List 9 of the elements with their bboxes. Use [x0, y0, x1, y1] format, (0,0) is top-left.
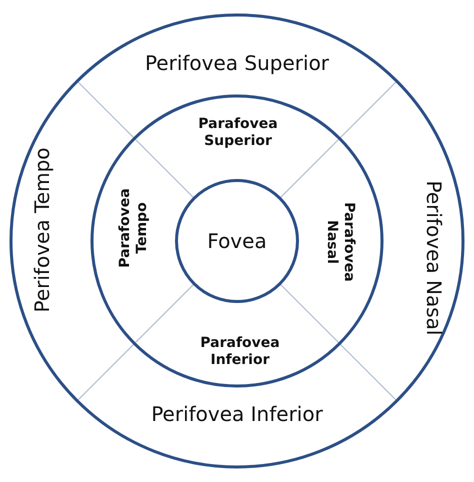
- region-label: Fovea: [207, 229, 267, 253]
- region-label: Perifovea Tempo: [30, 115, 54, 345]
- region-label: Perifovea Superior: [122, 51, 352, 75]
- region-label: Parafovea Inferior: [190, 335, 290, 369]
- region-label: Perifovea Inferior: [122, 402, 352, 426]
- region-label: Parafovea Superior: [188, 116, 288, 150]
- region-label: Parafovea Tempo: [117, 178, 151, 278]
- region-label: Perifovea Nasal: [422, 143, 446, 373]
- region-label: Parafovea Nasal: [323, 192, 357, 292]
